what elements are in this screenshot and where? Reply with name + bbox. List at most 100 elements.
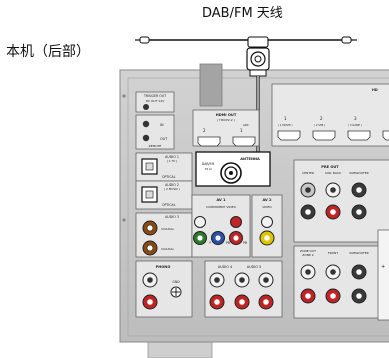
zone-box xyxy=(293,245,389,319)
phono-box xyxy=(135,260,193,318)
coaxial2-jack-inner xyxy=(146,244,154,252)
audio4-white-jack-inner xyxy=(214,277,220,283)
front-white-jack-inner xyxy=(330,269,336,275)
gnd-label: GND xyxy=(172,280,180,284)
antenna-t-connector xyxy=(247,36,269,48)
antenna-bracket xyxy=(199,63,223,107)
hdmi-in-4-port xyxy=(382,130,389,141)
optical1-port-inner xyxy=(145,162,154,171)
trigger-out-label: TRIGGER OUT xyxy=(143,94,166,98)
zone2-label: ZONE 2 xyxy=(302,253,314,257)
pr-label: PR xyxy=(243,241,248,245)
audio5a-white-jack-inner xyxy=(239,277,245,283)
component-pb-jack-inner xyxy=(215,235,221,241)
antenna-connector-collar xyxy=(249,69,267,77)
video-label: VIDEO xyxy=(262,205,272,209)
audio1-sub: ( 1 TV ) xyxy=(167,159,178,163)
y-label: Y xyxy=(209,241,211,245)
audio2-sub: ( 2 MUSIC ) xyxy=(164,187,180,191)
subwoofer-label: SUBWOOFER xyxy=(349,171,368,175)
coaxial2-label: COAXIAL xyxy=(161,247,174,251)
component-y-jack-inner xyxy=(197,235,203,241)
antenna-connector-core xyxy=(254,55,262,63)
audio1-label: AUDIO 1 xyxy=(165,155,179,159)
hdmi-in-2-port xyxy=(312,130,336,141)
subwoofer2-label: SUBWOOFER xyxy=(349,251,368,255)
bottom-foot xyxy=(147,339,213,358)
remote-out-label: OUT xyxy=(160,137,168,141)
zone2-red-jack-inner xyxy=(305,293,311,299)
unit-rear-label: 本机（后部） xyxy=(6,44,90,60)
arc-label: ARC xyxy=(243,123,249,127)
screw xyxy=(122,94,126,98)
terminal-plus: + xyxy=(381,264,385,270)
front-label: FRONT xyxy=(328,251,338,255)
antenna-jack-pin xyxy=(229,171,233,175)
hdmi-out-sub: ( HDCP2.2 ) xyxy=(217,118,235,122)
hdmi-in-3-label: 3 xyxy=(354,116,357,121)
audio5a-red-jack-inner xyxy=(239,299,245,305)
av1-audio-red-jack xyxy=(230,216,242,228)
hdmi-in-3-sub: ( 3 GAME ) xyxy=(348,123,362,127)
audio5b-white-jack-inner xyxy=(263,277,269,283)
hdmi-in-1-port xyxy=(277,130,301,141)
optical2-port-inner xyxy=(145,190,154,199)
optical2-label: OPTICAL xyxy=(162,203,176,207)
optical1-label: OPTICAL xyxy=(162,175,176,179)
center-label: CENTER xyxy=(302,171,314,175)
antenna-wire-end-right xyxy=(341,36,352,44)
hdmi-in-3-port xyxy=(347,130,371,141)
av1-audio-white-jack xyxy=(194,216,206,228)
audio5-label: AUDIO 5 xyxy=(247,265,261,269)
component-pr-jack-inner xyxy=(233,235,239,241)
speaker-terminal-edge xyxy=(377,229,389,321)
zone2-white-jack-inner xyxy=(305,269,311,275)
pre-out-box xyxy=(293,159,389,243)
pre-out-label: PRE OUT xyxy=(321,165,339,169)
hdmi-in-1-label: 1 xyxy=(284,116,287,121)
pre-out-surback-r-jack-inner xyxy=(330,209,336,215)
remote-out-jack xyxy=(142,134,150,142)
audio4-label: AUDIO 4 xyxy=(218,265,232,269)
component-video-label: COMPONENT VIDEO xyxy=(206,205,237,209)
pre-out-surback-l-jack-inner xyxy=(330,187,336,193)
coaxial1-label: COAXIAL xyxy=(161,227,174,231)
remote-in-jack xyxy=(142,120,150,128)
pb-label: PB xyxy=(226,241,230,245)
hdmi-out-2-port xyxy=(197,136,221,147)
antenna-wire-end-left xyxy=(139,36,150,44)
av2-audio-white-jack xyxy=(261,216,273,228)
hdmi-in-2-sub: ( 2 STB ) xyxy=(314,123,325,127)
hdmi-in-2-label: 2 xyxy=(320,116,323,121)
trigger-out-sub: DC OUT 12V xyxy=(146,99,166,103)
audio4-red-jack-inner xyxy=(214,299,220,305)
av2-label: AV 2 xyxy=(262,198,272,202)
pre-out-center-jack-inner xyxy=(305,187,311,193)
screw xyxy=(122,218,126,222)
dab-fm-label: DAB/FM xyxy=(202,162,215,166)
hdmi-out-1-port xyxy=(232,136,256,147)
hdmi-in-1-sub: ( 1 MOVIE ) xyxy=(278,123,293,127)
remote-in-label: IN xyxy=(160,123,164,127)
sur-back-label: SUR. BACK xyxy=(325,171,342,175)
video-jack-inner xyxy=(264,235,270,241)
ohm-label: 75 Ω xyxy=(204,167,212,171)
hdmi-out-label: HDMI OUT xyxy=(216,113,237,117)
pre-out-center2-jack-inner xyxy=(305,209,311,215)
antenna-panel-label: ANTENNA xyxy=(240,157,260,161)
phono-red-jack-inner xyxy=(147,299,153,305)
zone-out-label: ZONE OUT xyxy=(300,249,316,253)
remote-box xyxy=(135,114,175,150)
hdmi-out-1-label: 1 xyxy=(240,128,243,133)
subwoofer2-jack-inner xyxy=(356,269,362,275)
audio2-label: AUDIO 2 xyxy=(165,183,179,187)
coaxial1-jack-inner xyxy=(146,224,154,232)
subwoofer3-jack-inner xyxy=(356,293,362,299)
phono-label: PHONO xyxy=(156,265,171,269)
hdmi-out-2-label: 2 xyxy=(203,128,206,133)
trigger-jack xyxy=(143,104,149,110)
audio5b-red-jack-inner xyxy=(263,299,269,305)
pre-out-sub2-jack-inner xyxy=(356,209,362,215)
remote-label: REMOTE xyxy=(149,144,162,148)
av1-label: AV 1 xyxy=(216,198,226,202)
